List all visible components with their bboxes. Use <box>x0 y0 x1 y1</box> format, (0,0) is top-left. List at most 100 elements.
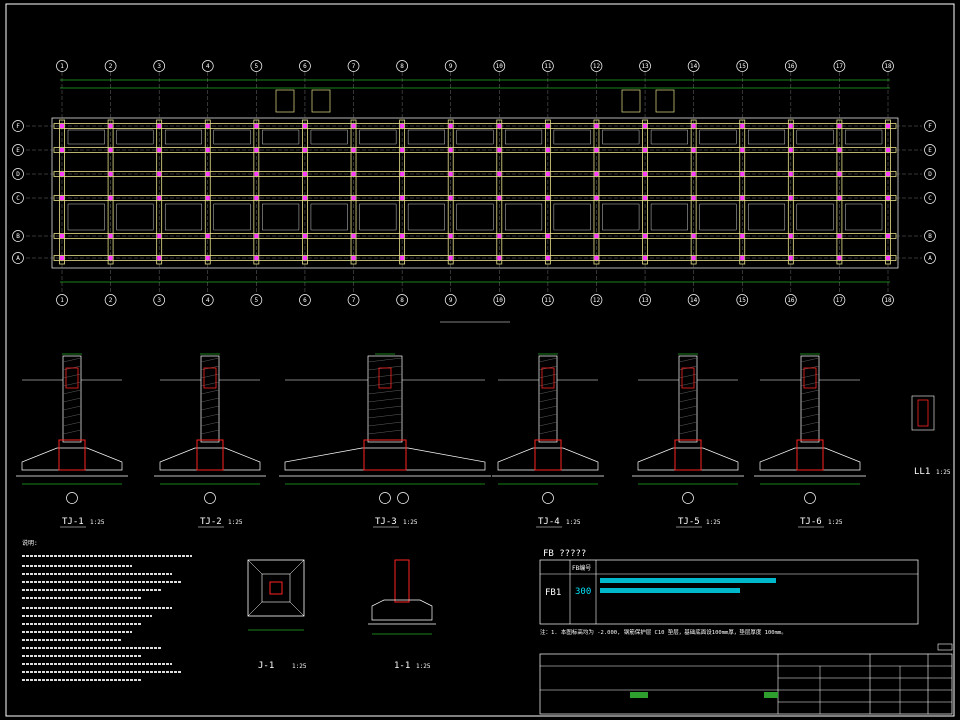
row-bubble-D-left <box>12 168 24 180</box>
column-mark-11-D <box>545 172 550 176</box>
column-mark-10-C <box>497 196 502 200</box>
axis-bubble-5-top <box>250 60 263 72</box>
wall-hatch <box>367 413 403 419</box>
axis-bubble-6-top <box>299 60 311 72</box>
row-bubble-F-right <box>924 120 936 132</box>
room-top-16 <box>845 129 883 145</box>
j1-diag1 <box>247 559 263 575</box>
title-block <box>539 643 953 715</box>
axis-label-8-bottom: 8 <box>400 297 404 304</box>
note-lines <box>22 555 192 681</box>
row-bubble-B-left <box>12 230 24 242</box>
beam-col-5 <box>253 119 260 265</box>
section-footing <box>284 447 486 471</box>
row-bubble-F-left <box>12 120 24 132</box>
section-scale: 1:25 <box>706 519 721 526</box>
section-footing <box>21 447 123 471</box>
column-mark-18-B <box>886 234 890 238</box>
wall-hatch <box>200 413 220 419</box>
column-mark-7-E <box>351 148 356 152</box>
column-mark-16-A <box>788 256 793 260</box>
column-mark-8-E <box>400 148 405 152</box>
column-mark-15-B <box>740 234 745 238</box>
section-axis-bubble <box>542 492 554 504</box>
beam-row-F <box>53 123 897 129</box>
beam-row-C <box>53 195 897 201</box>
wall-hatch <box>678 421 698 427</box>
wall-hatch <box>800 389 820 395</box>
plan-axis-bubbles: 1122334455667788991010111112121313141415… <box>12 60 936 306</box>
row-label-C-right: C <box>928 195 932 202</box>
axis-label-12-bottom: 12 <box>593 297 601 304</box>
column-mark-17-C <box>837 196 842 200</box>
row-label-F-right: F <box>928 123 932 130</box>
axis-bubble-7-top <box>347 60 360 72</box>
axis-label-7-bottom: 7 <box>352 297 356 304</box>
ll1-scale: 1:25 <box>936 469 951 476</box>
axis-bubble-15-bottom <box>736 294 749 306</box>
axis-bubble-17-top <box>833 60 846 72</box>
section-ring-beam <box>681 367 695 389</box>
room-bottom-3 <box>213 203 251 231</box>
axis-bubble-4-bottom <box>201 294 214 306</box>
column-mark-4-C <box>205 196 210 200</box>
section-ring-beam <box>803 367 817 389</box>
axis-label-13-top: 13 <box>641 63 649 70</box>
j1-diag2 <box>289 559 305 575</box>
tb-stamp-left <box>630 692 648 698</box>
room-top-9 <box>505 129 543 145</box>
row-label-E-left: E <box>16 147 20 154</box>
axis-label-4-top: 4 <box>206 63 210 70</box>
row-bubble-A-right <box>924 252 936 264</box>
column-mark-17-F <box>837 124 842 128</box>
axis-bubble-1-bottom <box>56 294 68 306</box>
axis-label-2-top: 2 <box>109 63 113 70</box>
wall-hatch <box>367 373 403 379</box>
axis-bubble-13-bottom <box>639 294 651 306</box>
wall-hatch <box>800 397 820 403</box>
wall-hatch <box>62 397 82 403</box>
axis-label-5-top: 5 <box>255 63 259 70</box>
room-bottom-15 <box>796 203 834 231</box>
column-mark-13-D <box>643 172 648 176</box>
j1-outer <box>247 559 305 617</box>
room-top-8 <box>456 129 494 145</box>
room-bottom-16 <box>845 203 883 231</box>
wall-hatch <box>538 389 558 395</box>
column-mark-16-E <box>788 148 793 152</box>
j1-core <box>269 581 283 595</box>
axis-bubble-15-top <box>736 60 749 72</box>
wall-hatch <box>367 397 403 403</box>
axis-label-9-top: 9 <box>449 63 453 70</box>
column-mark-2-C <box>108 196 113 200</box>
wall-hatch <box>62 429 82 435</box>
wall-hatch <box>62 413 82 419</box>
beam-col-14 <box>690 119 697 265</box>
fb-note-bar-1 <box>600 578 776 583</box>
room-top-4 <box>262 129 300 145</box>
column-mark-15-C <box>740 196 745 200</box>
wall-hatch <box>367 381 403 387</box>
row-bubble-B-right <box>924 230 936 242</box>
j1-inner <box>261 573 291 603</box>
room-bottom-2 <box>164 203 202 231</box>
ll1-label: LL1 <box>914 467 930 477</box>
section-label: TJ-6 <box>800 517 822 527</box>
axis-bubble-14-top <box>687 60 700 72</box>
column-mark-11-A <box>545 256 550 260</box>
row-label-E-right: E <box>928 147 932 154</box>
row-bubble-A-left <box>12 252 24 264</box>
column-mark-12-E <box>594 148 599 152</box>
j1s-label: 1-1 <box>394 661 410 671</box>
room-bottom-4 <box>262 203 300 231</box>
section-axis-bubble <box>804 492 816 504</box>
column-mark-12-B <box>594 234 599 238</box>
axis-label-17-bottom: 17 <box>836 297 844 304</box>
stair-box-3 <box>655 89 675 113</box>
section-label: TJ-5 <box>678 517 700 527</box>
column-mark-16-F <box>788 124 793 128</box>
room-bottom-6 <box>359 203 397 231</box>
column-mark-9-A <box>448 256 453 260</box>
